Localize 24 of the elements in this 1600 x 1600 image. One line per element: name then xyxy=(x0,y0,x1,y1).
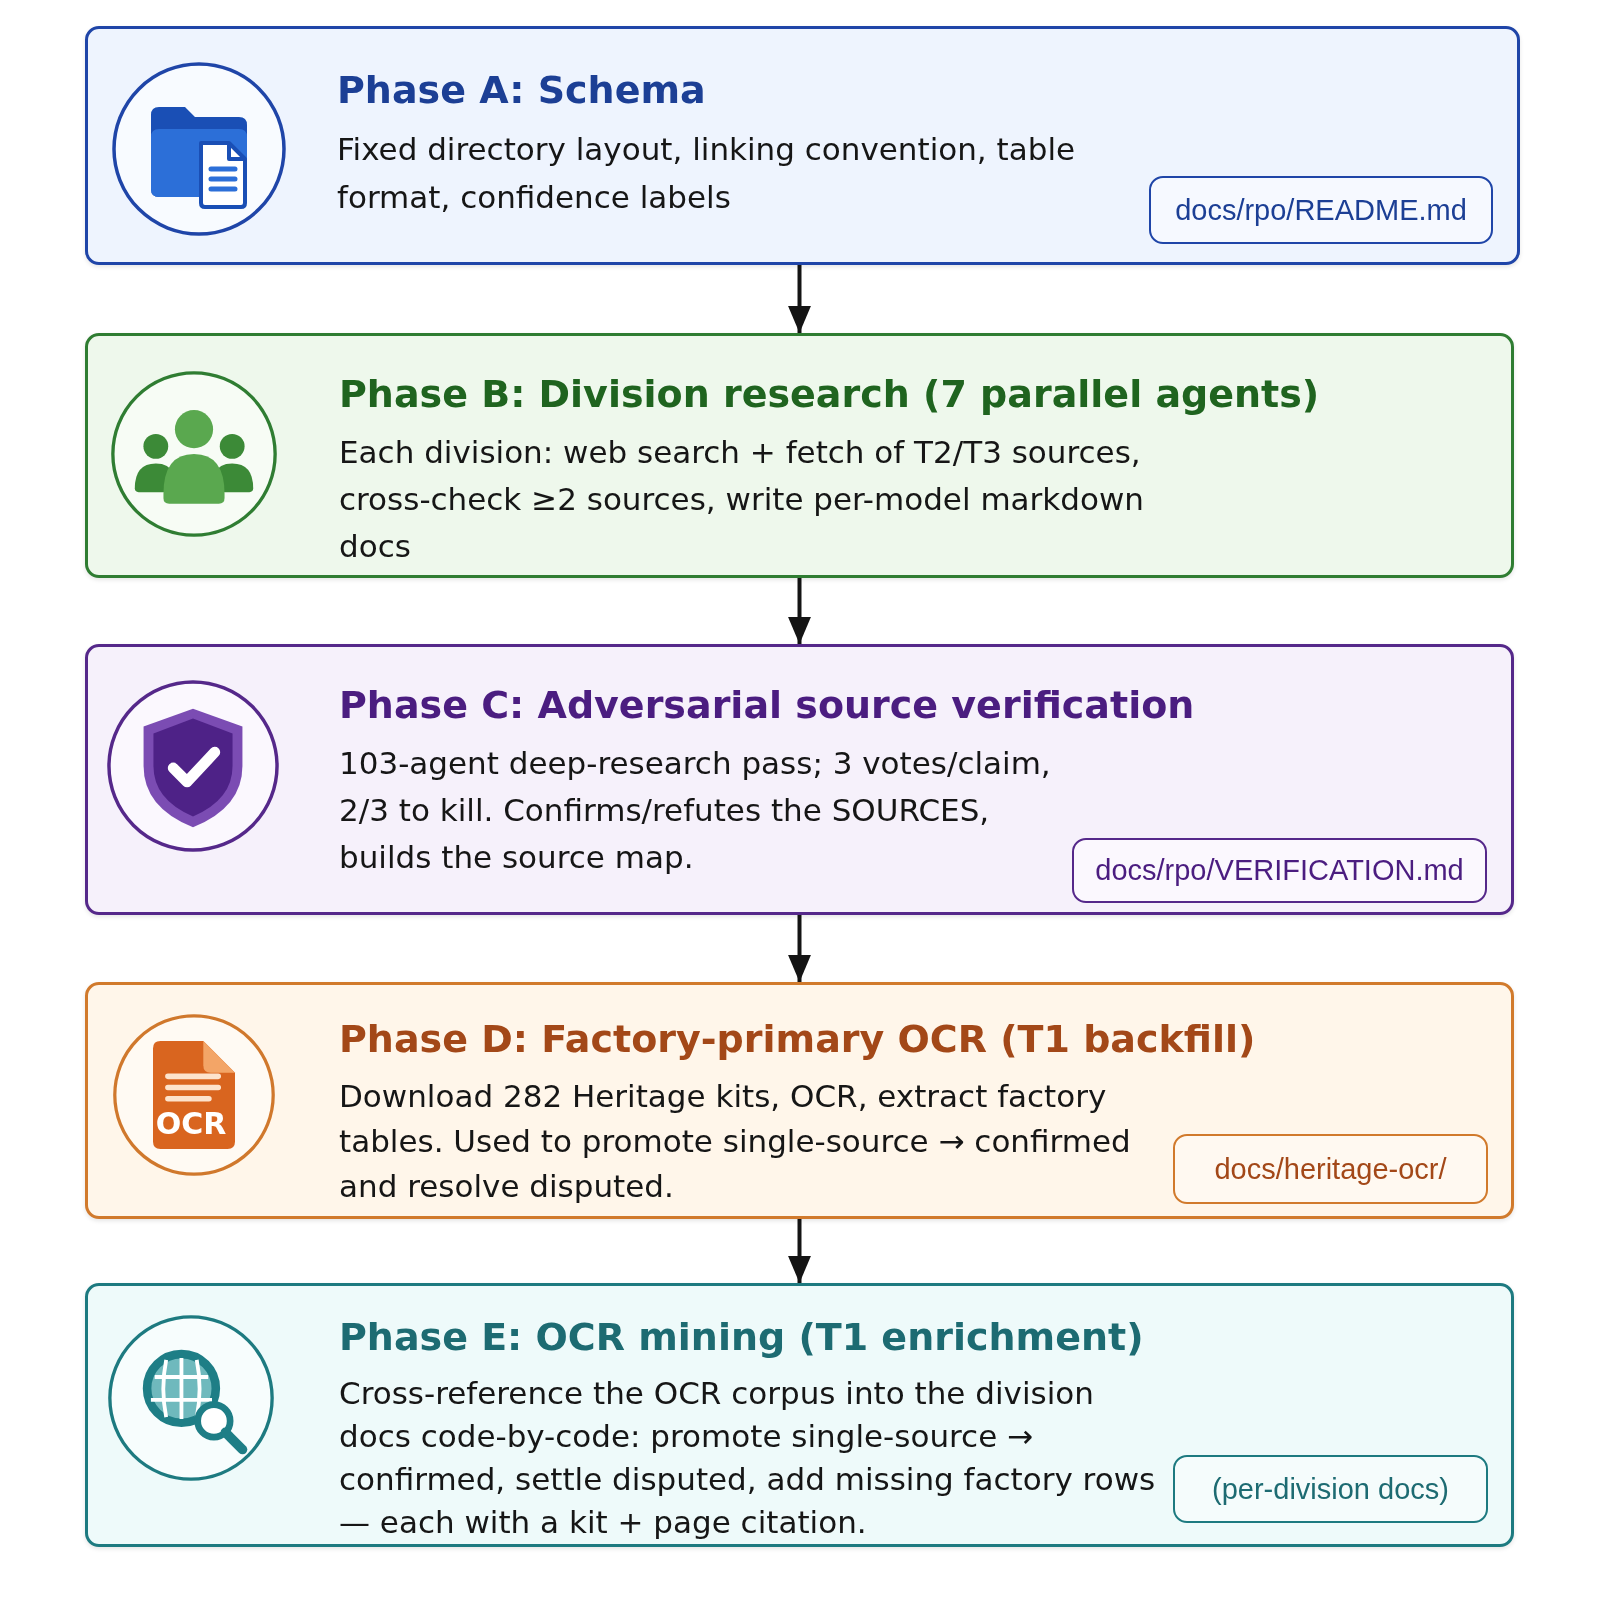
icon-label: OCR xyxy=(155,1108,227,1140)
phase-title: Phase B: Division research (7 parallel agents) xyxy=(339,371,1320,418)
phase-box xyxy=(85,26,1520,265)
phase-box xyxy=(85,333,1514,578)
file-path-tag: (per-division docs) xyxy=(1173,1455,1488,1523)
phase-box xyxy=(85,644,1514,915)
file-path-tag: docs/rpo/README.md xyxy=(1149,176,1493,244)
file-path-tag: docs/rpo/VERIFICATION.md xyxy=(1072,838,1487,903)
phase-description: Fixed directory layout, linking convention, table format, confidence labels xyxy=(337,130,1077,217)
file-path-tag: docs/heritage-ocr/ xyxy=(1173,1134,1488,1204)
phase-box xyxy=(85,982,1514,1219)
phase-title: Phase E: OCR mining (T1 enrichment) xyxy=(339,1314,1144,1361)
arrow xyxy=(788,265,811,333)
phase-title: Phase A: Schema xyxy=(337,67,706,114)
arrow xyxy=(788,578,811,644)
arrow xyxy=(788,1219,811,1283)
arrow xyxy=(788,915,811,982)
phase-description: 103-agent deep-research pass; 3 votes/claim, 2/3 to kill. Confirms/refutes the SOURCES, builds the source map. xyxy=(339,744,1052,877)
phase-description: Each division: web search + fetch of T2/T3 sources, cross-check ≥2 sources, write per-model markdown docs xyxy=(339,433,1145,566)
phase-description: Cross-reference the OCR corpus into the division docs code-by-code: promote single-source → confirmed, settle disputed, add missing factory rows — each with a kit + page citation. xyxy=(339,1374,1157,1542)
phase-description: Download 282 Heritage kits, OCR, extract factory tables. Used to promote single-source → confirmed and resolve disputed. xyxy=(339,1077,1132,1206)
phase-title: Phase C: Adversarial source verification xyxy=(339,682,1195,729)
phase-box xyxy=(85,1283,1514,1547)
phase-title: Phase D: Factory-primary OCR (T1 backfill) xyxy=(339,1016,1256,1063)
